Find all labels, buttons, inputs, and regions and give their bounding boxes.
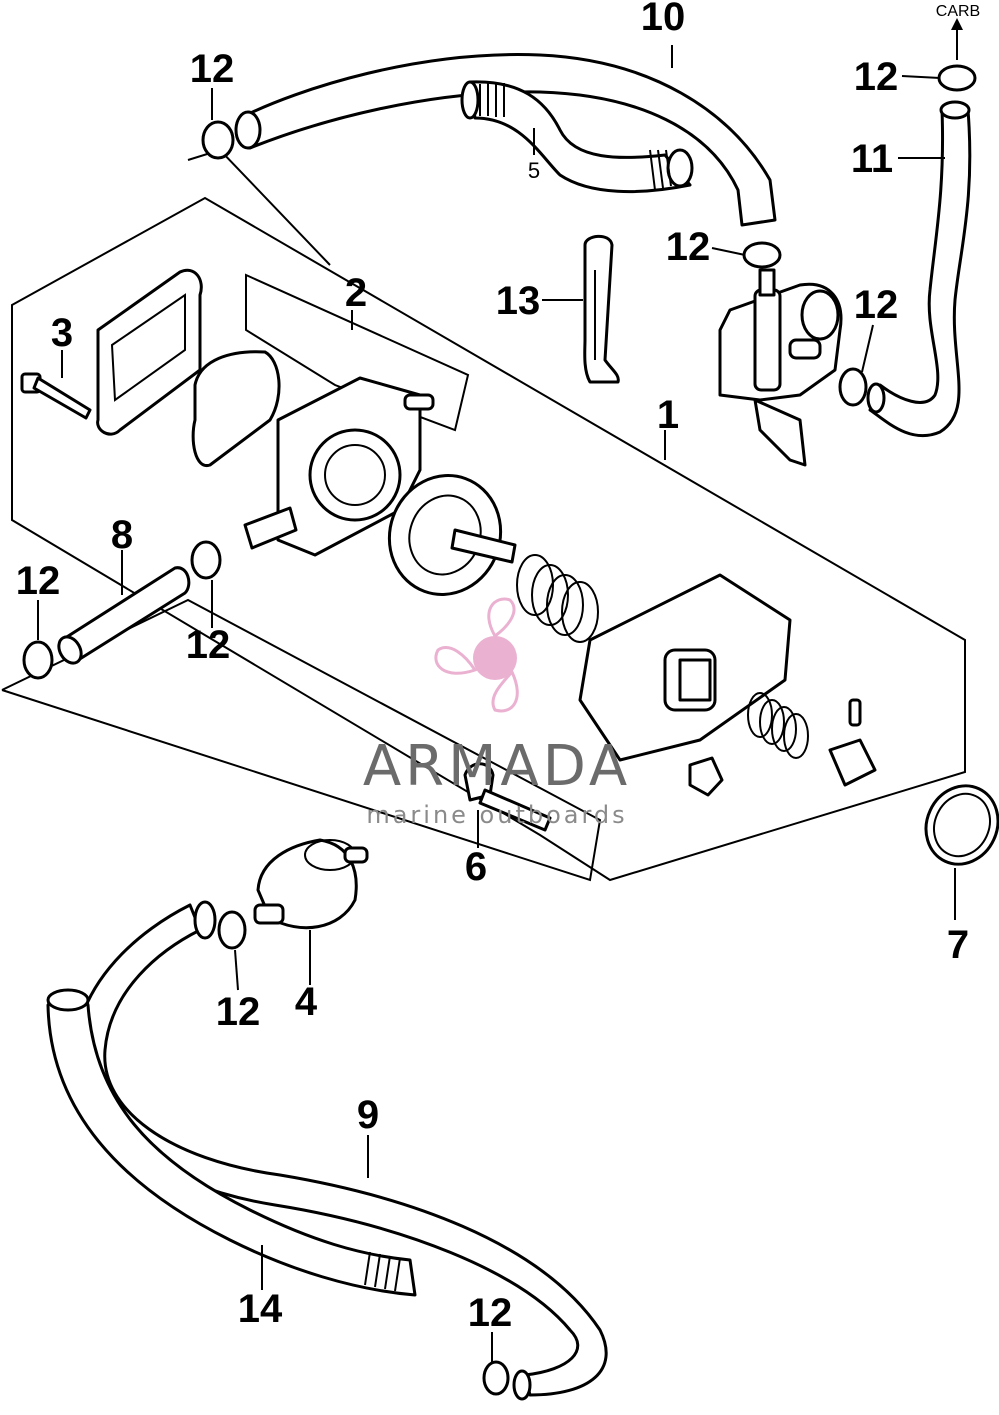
spring-a	[516, 554, 599, 643]
callout-4: 4	[295, 980, 318, 1024]
hose-10	[238, 53, 777, 227]
o-ring-7	[924, 784, 999, 866]
pipe-5-threads	[479, 83, 672, 191]
clip-12	[22, 64, 977, 1396]
pin	[848, 698, 862, 727]
callout-12-valve: 12	[666, 225, 711, 269]
bolt-3	[20, 372, 92, 420]
callout-1: 1	[657, 393, 679, 437]
gasket-plate-b	[191, 350, 281, 467]
callout-12-pipe-left: 12	[16, 559, 61, 603]
callout-2: 2	[345, 271, 367, 315]
hose-10-end	[234, 110, 262, 150]
watermark-logo	[434, 597, 519, 713]
o-ring-7-inner	[933, 792, 991, 858]
watermark-title: ARMADA	[363, 734, 631, 799]
watermark-subtitle: marine outboards	[366, 801, 627, 829]
gasket-plate-a-inner	[110, 293, 186, 402]
assembly-frame-hose10	[187, 148, 331, 266]
rear-cover	[578, 573, 792, 762]
bolt-6	[463, 762, 552, 832]
pipe-5-end-b	[666, 148, 694, 188]
propeller-hub-icon	[473, 636, 517, 680]
callout-12-filter: 12	[216, 990, 261, 1034]
plunger	[828, 738, 877, 787]
hose-9-end-b	[512, 1369, 532, 1401]
hose-14-end	[46, 988, 90, 1012]
assembly-frame-pump	[11, 196, 966, 882]
callout-9: 9	[357, 1093, 379, 1137]
callout-10: 10	[641, 0, 686, 39]
callout-8: 8	[111, 513, 133, 557]
callout-12-carb: 12	[854, 55, 899, 99]
pipe-5	[468, 80, 692, 194]
pipe-5-end-a	[460, 80, 480, 120]
callout-13: 13	[496, 279, 541, 323]
hose-14-threads	[364, 1251, 401, 1292]
callout-3: 3	[51, 311, 73, 355]
fuel-filter-4	[253, 838, 369, 930]
callout-11: 11	[851, 137, 893, 181]
carb-arrowhead	[951, 18, 963, 30]
strap-13	[583, 234, 620, 384]
spring-b	[747, 692, 809, 759]
callout-14: 14	[238, 1287, 283, 1331]
hose-11-end	[939, 100, 971, 120]
hose-11-end-b	[866, 382, 886, 414]
diaphragm	[387, 474, 517, 596]
callout-12-right: 12	[854, 283, 899, 327]
fuel-cock	[718, 268, 843, 467]
pipe-8	[57, 566, 191, 665]
callout-5: 5	[528, 158, 540, 183]
hose-9-end	[193, 900, 217, 940]
callout-12-top-left: 12	[190, 47, 235, 91]
leader-lines	[37, 45, 956, 1362]
callout-12-bottom: 12	[468, 1291, 513, 1335]
nut	[688, 756, 724, 797]
callout-7: 7	[947, 923, 969, 967]
callout-6: 6	[465, 845, 487, 889]
callout-carb: CARB	[936, 3, 980, 20]
callout-12-pipe-right: 12	[186, 623, 231, 667]
